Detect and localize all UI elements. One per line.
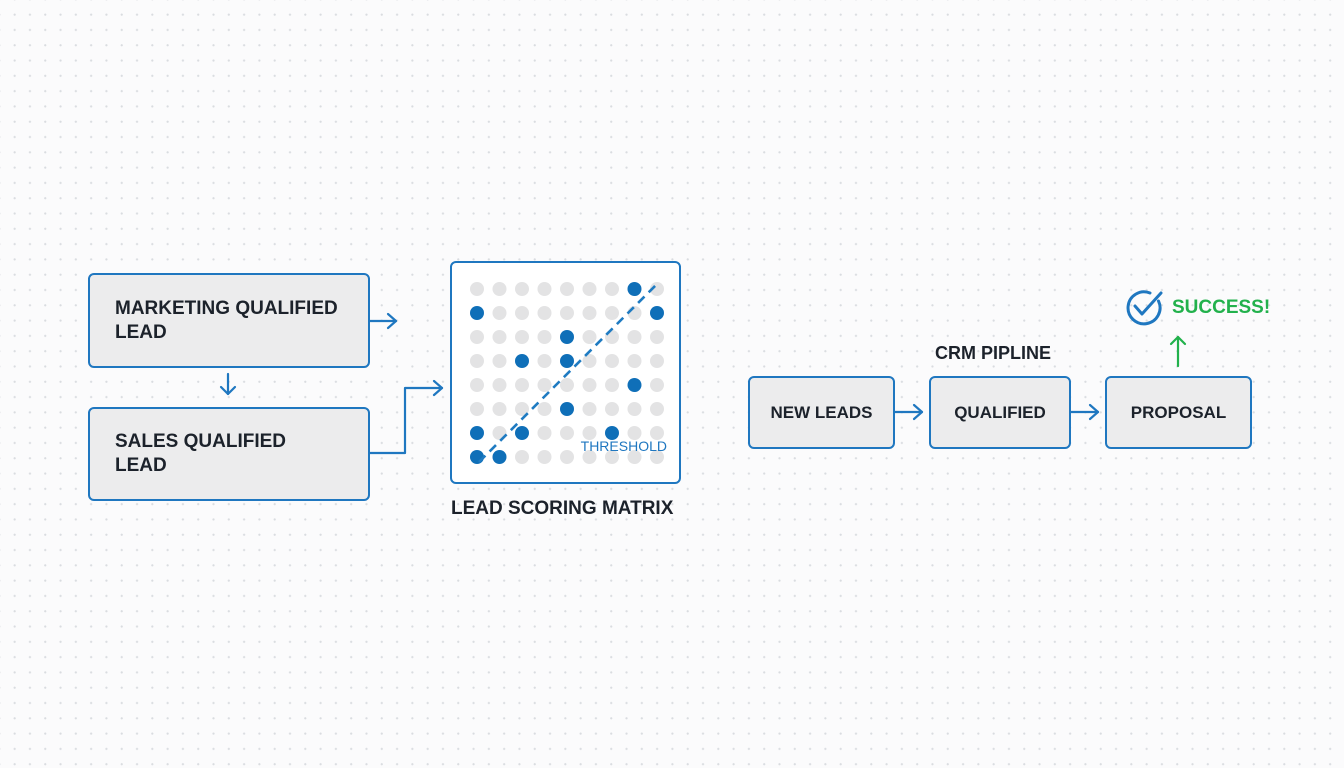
matrix-dot	[605, 306, 619, 320]
mql-label: MARKETING QUALIFIED LEAD	[115, 297, 338, 345]
matrix-dot-highlighted	[627, 282, 642, 296]
matrix-dot	[605, 354, 619, 368]
matrix-dot	[627, 450, 642, 464]
matrix-dot	[582, 426, 597, 440]
matrix-dot	[627, 330, 642, 344]
matrix-dot	[537, 426, 552, 440]
matrix-dot	[515, 330, 529, 344]
matrix-dot	[582, 402, 597, 416]
matrix-dot	[492, 354, 507, 368]
matrix-dot	[605, 450, 619, 464]
matrix-dot-highlighted	[515, 426, 529, 440]
matrix-dot	[650, 426, 664, 440]
matrix-dot-highlighted	[560, 330, 574, 344]
stage-new-leads[interactable]: NEW LEADS	[748, 376, 895, 449]
matrix-dot	[582, 378, 597, 392]
matrix-dot	[560, 282, 574, 296]
stage-proposal-label: PROPOSAL	[1130, 402, 1227, 422]
arrow-mql-to-sql	[219, 372, 237, 396]
check-circle-icon	[1126, 290, 1163, 326]
mql-label-line2: LEAD	[115, 321, 167, 343]
matrix-dot	[470, 402, 484, 416]
arrow-sql-to-matrix	[368, 379, 444, 455]
matrix-dot-highlighted	[560, 402, 574, 416]
matrix-dot	[560, 450, 574, 464]
success-label: SUCCESS!	[1172, 297, 1271, 318]
matrix-dot	[470, 354, 484, 368]
matrix-dot-highlighted	[470, 426, 484, 440]
sql-label-line1: SALES QUALIFIED	[115, 431, 287, 452]
pipeline-title: CRM PIPLINE	[935, 343, 1052, 363]
stage-proposal[interactable]: PROPOSAL	[1105, 376, 1252, 449]
matrix-dot	[492, 306, 507, 320]
arrow-mql-to-matrix	[368, 312, 398, 330]
mql-label-line1: MARKETING QUALIFIED	[115, 297, 338, 319]
matrix-dot	[515, 306, 529, 320]
matrix-dot	[650, 330, 664, 344]
matrix-dot	[605, 402, 619, 416]
matrix-dot	[560, 426, 574, 440]
matrix-dot	[537, 402, 552, 416]
matrix-dot-highlighted	[492, 450, 507, 464]
matrix-dot	[605, 282, 619, 296]
threshold-line	[478, 284, 657, 463]
matrix-dot	[515, 450, 529, 464]
matrix-dot	[537, 306, 552, 320]
matrix-dot	[650, 450, 664, 464]
matrix-dot	[582, 306, 597, 320]
matrix-dot-highlighted	[627, 378, 642, 392]
matrix-dot	[470, 330, 484, 344]
matrix-dot	[515, 378, 529, 392]
matrix-dot	[515, 402, 529, 416]
matrix-plot: THRESHOLD	[470, 282, 667, 464]
matrix-dot	[470, 282, 484, 296]
matrix-dot	[582, 450, 597, 464]
matrix-dot-highlighted	[605, 426, 619, 440]
arrow-qualified-to-proposal	[1069, 403, 1100, 421]
matrix-dot	[492, 330, 507, 344]
matrix-dot	[537, 378, 552, 392]
matrix-dot	[560, 378, 574, 392]
matrix-dot-highlighted	[515, 354, 529, 368]
matrix-dot-highlighted	[470, 450, 484, 464]
matrix-dot	[492, 402, 507, 416]
arrow-proposal-to-success	[1169, 335, 1187, 368]
matrix-dot-highlighted	[560, 354, 574, 368]
sql-label-line2: LEAD	[115, 455, 167, 476]
sql-label: SALES QUALIFIED LEAD	[115, 430, 286, 478]
matrix-dot	[537, 354, 552, 368]
matrix-dot	[560, 306, 574, 320]
matrix-dot	[650, 378, 664, 392]
stage-qualified[interactable]: QUALIFIED	[929, 376, 1071, 449]
matrix-dot	[537, 330, 552, 344]
matrix-dot	[650, 282, 664, 296]
threshold-label: THRESHOLD	[581, 438, 667, 454]
matrix-dot	[627, 402, 642, 416]
matrix-dot	[650, 354, 664, 368]
matrix-dot	[515, 282, 529, 296]
stage-qualified-label: QUALIFIED	[954, 402, 1046, 422]
matrix-dot	[627, 354, 642, 368]
matrix-dot	[582, 354, 597, 368]
matrix-dot	[605, 378, 619, 392]
matrix-dot-highlighted	[470, 306, 484, 320]
matrix-dot	[627, 426, 642, 440]
matrix-dot	[582, 330, 597, 344]
matrix-dot	[582, 282, 597, 296]
matrix-dot	[470, 378, 484, 392]
matrix-dot	[537, 450, 552, 464]
stage-new-leads-label: NEW LEADS	[770, 402, 873, 422]
matrix-title: LEAD SCORING MATRIX	[451, 498, 674, 519]
matrix-dot-highlighted	[650, 306, 664, 320]
matrix-dot	[650, 402, 664, 416]
sql-box[interactable]: SALES QUALIFIED LEAD	[88, 407, 370, 501]
arrow-new-to-qualified	[893, 403, 924, 421]
matrix-dot	[492, 378, 507, 392]
matrix-dot	[537, 282, 552, 296]
mql-box[interactable]: MARKETING QUALIFIED LEAD	[88, 273, 370, 368]
matrix-dot	[492, 282, 507, 296]
